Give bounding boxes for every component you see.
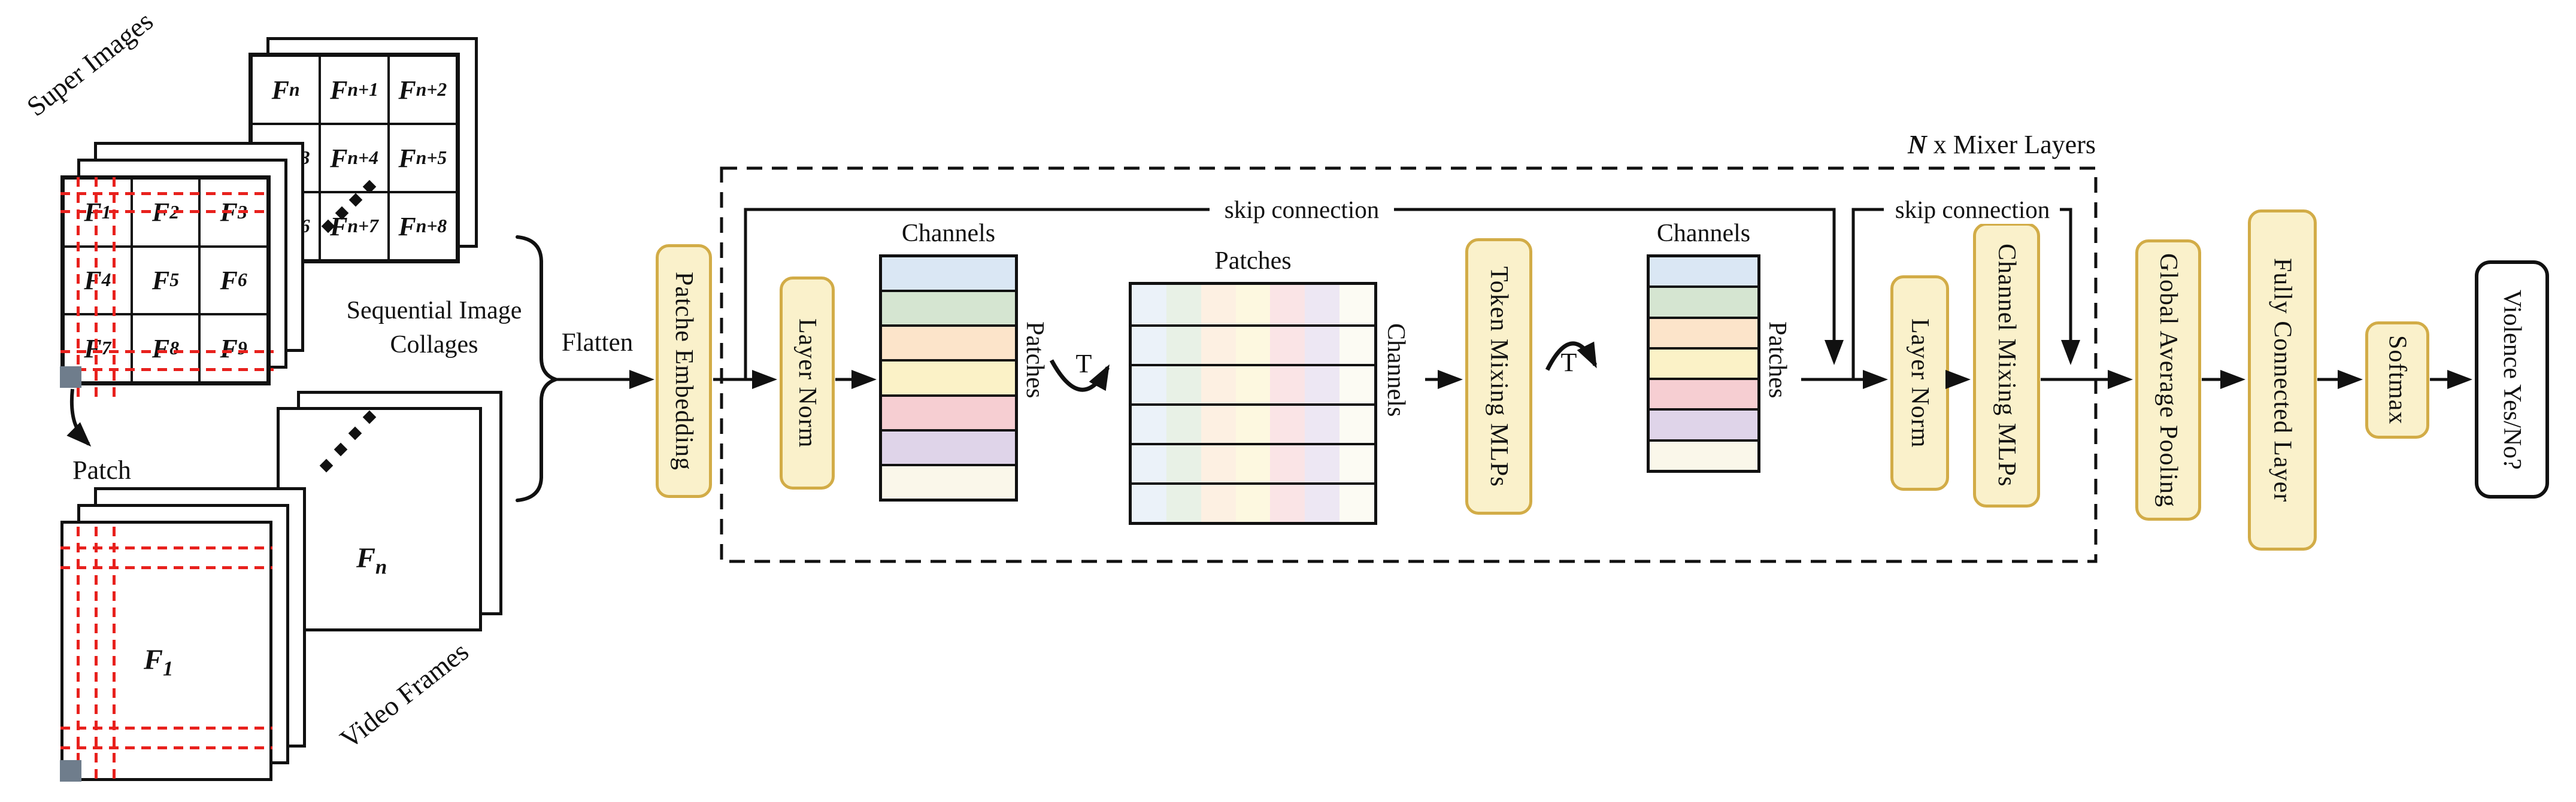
matrix-row-divider — [1132, 403, 1374, 406]
patche-embedding-box: Patche Embedding — [656, 244, 712, 498]
skip-connection-1-line — [744, 208, 1210, 379]
layer-norm-2-box: Layer Norm — [1890, 275, 1949, 491]
video-frame-fn — [277, 407, 482, 631]
matrix-row — [882, 463, 1015, 499]
matrix-row-divider — [1132, 442, 1374, 445]
matrix-row — [1650, 378, 1757, 409]
patches-matrix — [1129, 282, 1377, 525]
channels-matrix-1 — [879, 254, 1018, 502]
matrix-row — [1650, 316, 1757, 347]
matrix-row-divider — [1132, 324, 1374, 327]
patch-gridline — [95, 527, 98, 785]
layer-norm-1-box: Layer Norm — [780, 277, 835, 490]
matrix-row — [882, 290, 1015, 325]
patch-gridline — [60, 350, 274, 353]
matrix1-top-label: Channels — [901, 220, 996, 247]
transpose-2-label: T — [1560, 348, 1577, 377]
matrix-row — [1650, 257, 1757, 286]
patch-gridline — [60, 546, 272, 549]
patch-gridline — [60, 192, 271, 195]
collage-ellipsis-dots — [321, 180, 377, 233]
violence-output-box: Violence Yes/No? — [2475, 260, 2549, 499]
matrix-row — [882, 359, 1015, 394]
mixer-layers-box — [720, 166, 2098, 563]
video-frame-f1-label: F1 — [144, 644, 174, 681]
matrix-row — [882, 324, 1015, 360]
fully-connected-layer-box: Fully Connected Layer — [2248, 209, 2317, 551]
matrix-row — [882, 257, 1015, 290]
transpose-2-arrow — [1545, 341, 1598, 371]
sequential-collages-label-line2: Collages — [390, 331, 478, 359]
matrix-row — [1650, 347, 1757, 378]
matrix-row — [1650, 439, 1757, 470]
skip-connection-2-label: skip connection — [1885, 195, 2060, 224]
matrix-row — [1650, 285, 1757, 317]
merge-brace — [516, 235, 562, 502]
patch-gridline — [60, 566, 272, 569]
patch-gridline — [77, 177, 80, 397]
matrix-row-divider — [1132, 363, 1374, 366]
global-average-pooling-box: Global Average Pooling — [2135, 239, 2201, 521]
sequential-collages-label-line1: Sequential Image — [346, 297, 522, 324]
matrix3-top-label: Channels — [1656, 220, 1751, 247]
channel-mixing-mlps-box: Channel Mixing MLPs — [1973, 223, 2040, 508]
patch-gridline — [77, 527, 80, 785]
matrix2-side-label: Channels — [1382, 323, 1410, 417]
skip-connection-2-drop — [2054, 208, 2080, 365]
skip-connection-2-line — [1851, 208, 1884, 379]
patch-gridline — [95, 177, 98, 397]
video-frame-fn-label: Fn — [356, 542, 387, 579]
patch-marker — [60, 760, 81, 782]
matrix-row — [882, 394, 1015, 429]
n-mixer-layers-rest: x Mixer Layers — [1926, 130, 2096, 159]
matrix-row-divider — [1132, 482, 1374, 485]
patch-arrow — [66, 388, 92, 447]
patch-gridline — [60, 210, 271, 213]
matrix2-top-label: Patches — [1214, 247, 1292, 275]
patch-marker — [60, 366, 81, 388]
softmax-box: Softmax — [2365, 321, 2429, 439]
matrix-row — [1650, 408, 1757, 439]
n-mixer-layers-n: N — [1907, 130, 1927, 159]
patch-gridline — [113, 527, 116, 785]
patch-gridline — [60, 368, 274, 371]
token-mixing-mlps-box: Token Mixing MLPs — [1465, 238, 1532, 515]
flatten-label: Flatten — [561, 329, 634, 357]
skip-connection-1-label: skip connection — [1210, 195, 1394, 224]
patch-gridline — [60, 746, 272, 749]
channels-matrix-2 — [1647, 254, 1760, 473]
video-ellipsis-dots — [319, 410, 377, 473]
matrix-row — [882, 429, 1015, 464]
transpose-1-arrow — [1049, 359, 1110, 392]
patch-label: Patch — [72, 455, 131, 485]
matrix3-side-label: Patches — [1763, 321, 1791, 399]
patch-gridline — [60, 727, 272, 730]
n-mixer-layers-label: N x Mixer Layers — [1784, 129, 2096, 160]
matrix1-side-label: Patches — [1021, 321, 1048, 399]
skip-connection-1-drop — [1388, 208, 1844, 365]
patch-gridline — [113, 177, 116, 397]
